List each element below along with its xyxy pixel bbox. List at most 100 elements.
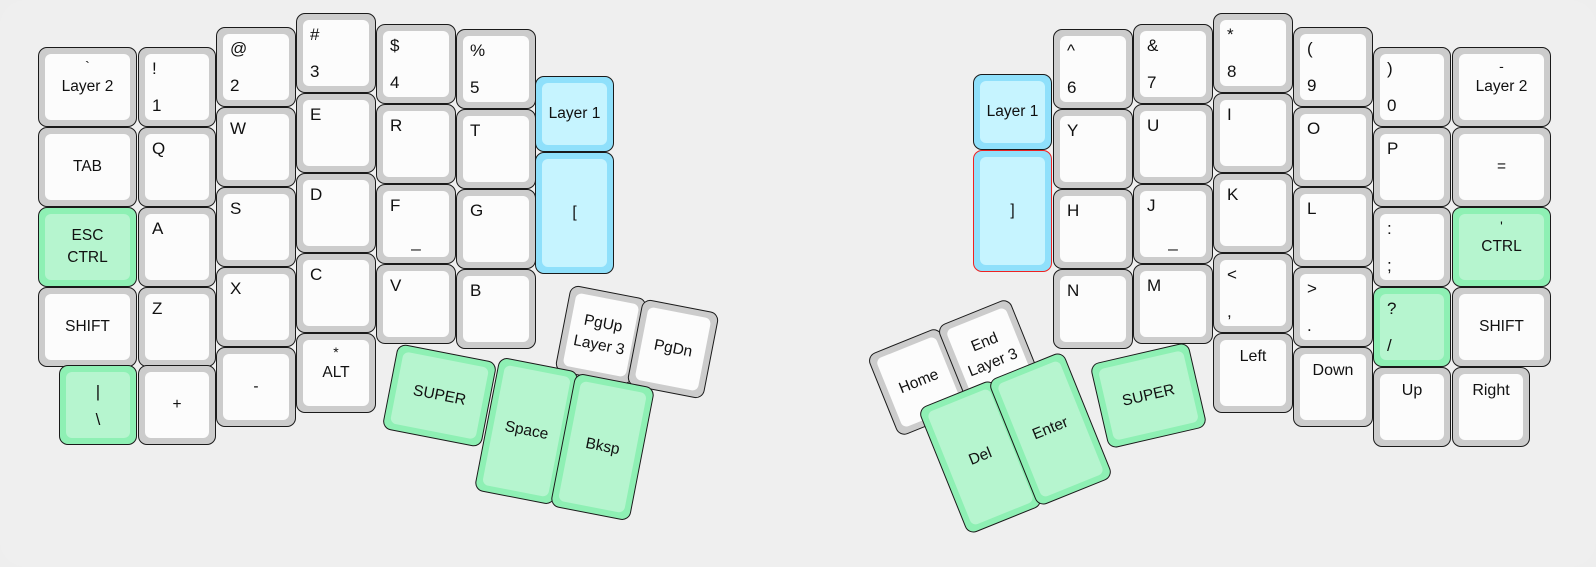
keycap-tab: TAB <box>45 134 130 200</box>
key-h[interactable]: H <box>1053 189 1133 269</box>
key-k[interactable]: K <box>1213 173 1293 253</box>
key-bracket-right[interactable]: ] <box>973 150 1052 272</box>
key-l[interactable]: L <box>1293 187 1373 267</box>
keycap-dash-layer2: -Layer 2 <box>1459 54 1544 120</box>
key-down-arrow[interactable]: Down <box>1293 347 1373 427</box>
key-minus[interactable]: - <box>216 347 296 427</box>
key-percent-5[interactable]: %5 <box>456 29 536 109</box>
key-u[interactable]: U <box>1133 104 1213 184</box>
key-question-slash[interactable]: ?/ <box>1373 287 1451 367</box>
key-legend-top-i: I <box>1227 105 1232 124</box>
key-r[interactable]: R <box>376 104 456 184</box>
key-q[interactable]: Q <box>138 127 216 207</box>
keycap-w: W <box>223 114 289 180</box>
key-star-alt[interactable]: *ALT <box>296 333 376 413</box>
key-legend-bottom-star-8: 8 <box>1227 62 1237 81</box>
key-x[interactable]: X <box>216 267 296 347</box>
keycap-amp-7: &7 <box>1140 31 1206 97</box>
key-e[interactable]: E <box>296 93 376 173</box>
key-legend-top-s: S <box>230 199 242 218</box>
keycap-i: I <box>1220 100 1286 166</box>
key-t[interactable]: T <box>456 109 536 189</box>
key-pipe-backslash[interactable]: |\ <box>59 365 137 445</box>
keycap-u: U <box>1140 111 1206 177</box>
key-a[interactable]: A <box>138 207 216 287</box>
key-i[interactable]: I <box>1213 93 1293 173</box>
key-dash-layer2[interactable]: -Layer 2 <box>1452 47 1551 127</box>
key-right-arrow[interactable]: Right <box>1452 367 1530 447</box>
key-s[interactable]: S <box>216 187 296 267</box>
keycap-shift-right: SHIFT <box>1459 294 1544 360</box>
key-caret-6[interactable]: ^6 <box>1053 29 1133 109</box>
key-legend-main-shift-right: SHIFT <box>1479 318 1524 336</box>
key-layer2-grave[interactable]: `Layer 2 <box>38 47 137 127</box>
key-tab[interactable]: TAB <box>38 127 137 207</box>
keycap-e: E <box>303 100 369 166</box>
key-legend-main-shift-left: SHIFT <box>65 318 110 336</box>
key-super-right[interactable]: SUPER <box>1089 341 1208 450</box>
key-legend-top-dash-layer2: - <box>1499 58 1504 74</box>
key-hash-3[interactable]: #3 <box>296 13 376 93</box>
key-w[interactable]: W <box>216 107 296 187</box>
key-super-left[interactable]: SUPER <box>381 343 498 448</box>
keycap-paren-0: )0 <box>1380 54 1444 120</box>
key-legend-top-at-2: @ <box>230 39 248 58</box>
key-legend-bottom-colon-semi: ; <box>1387 256 1392 275</box>
key-layer1-right[interactable]: Layer 1 <box>973 74 1052 150</box>
key-legend-top-amp-7: & <box>1147 36 1159 55</box>
keycap-layer1-right: Layer 1 <box>980 81 1045 143</box>
key-g[interactable]: G <box>456 189 536 269</box>
keycap-pipe-backslash: |\ <box>66 372 130 438</box>
key-d[interactable]: D <box>296 173 376 253</box>
key-gt-period[interactable]: >. <box>1293 267 1373 347</box>
key-left-arrow[interactable]: Left <box>1213 333 1293 413</box>
key-shift-left[interactable]: SHIFT <box>38 287 137 367</box>
key-star-8[interactable]: *8 <box>1213 13 1293 93</box>
key-at-2[interactable]: @2 <box>216 27 296 107</box>
key-quote-ctrl[interactable]: 'CTRL <box>1452 207 1551 287</box>
key-legend-top-star-alt: * <box>333 344 339 360</box>
key-z[interactable]: Z <box>138 287 216 367</box>
key-legend-top-caret-6: ^ <box>1067 41 1075 60</box>
key-bracket-left[interactable]: [ <box>535 152 614 274</box>
key-shift-right[interactable]: SHIFT <box>1452 287 1551 367</box>
key-layer1-left[interactable]: Layer 1 <box>535 76 614 152</box>
key-legend-main-layer2-grave: Layer 2 <box>61 78 114 96</box>
key-plus[interactable]: + <box>138 365 216 445</box>
key-f[interactable]: F_ <box>376 184 456 264</box>
key-lt-comma[interactable]: <, <box>1213 253 1293 333</box>
key-j[interactable]: J_ <box>1133 184 1213 264</box>
key-b[interactable]: B <box>456 269 536 349</box>
key-colon-semi[interactable]: :; <box>1373 207 1451 287</box>
key-m[interactable]: M <box>1133 264 1213 344</box>
key-up-arrow[interactable]: Up <box>1373 367 1451 447</box>
key-c[interactable]: C <box>296 253 376 333</box>
key-legend-top-hash-3: # <box>310 25 320 44</box>
keycap-l: L <box>1300 194 1366 260</box>
key-v[interactable]: V <box>376 264 456 344</box>
key-n[interactable]: N <box>1053 269 1133 349</box>
key-y[interactable]: Y <box>1053 109 1133 189</box>
keycap-hash-3: #3 <box>303 20 369 86</box>
key-o[interactable]: O <box>1293 107 1373 187</box>
key-bang-1[interactable]: !1 <box>138 47 216 127</box>
keycap-h: H <box>1060 196 1126 262</box>
keycap-c: C <box>303 260 369 326</box>
keycap-star-alt: *ALT <box>303 340 369 406</box>
key-legend-main-left-arrow: Left <box>1239 348 1267 365</box>
key-paren-0[interactable]: )0 <box>1373 47 1451 127</box>
keycap-f: F_ <box>383 191 449 257</box>
keycap-down-arrow: Down <box>1300 354 1366 420</box>
key-legend-main-right-arrow: Right <box>1472 382 1510 399</box>
key-dollar-4[interactable]: $4 <box>376 24 456 104</box>
key-amp-7[interactable]: &7 <box>1133 24 1213 104</box>
key-equals[interactable]: = <box>1452 127 1551 207</box>
keycap-quote-ctrl: 'CTRL <box>1459 214 1544 280</box>
key-p[interactable]: P <box>1373 127 1451 207</box>
key-legend-bottom-gt-period: . <box>1307 316 1312 335</box>
key-paren-9[interactable]: (9 <box>1293 27 1373 107</box>
